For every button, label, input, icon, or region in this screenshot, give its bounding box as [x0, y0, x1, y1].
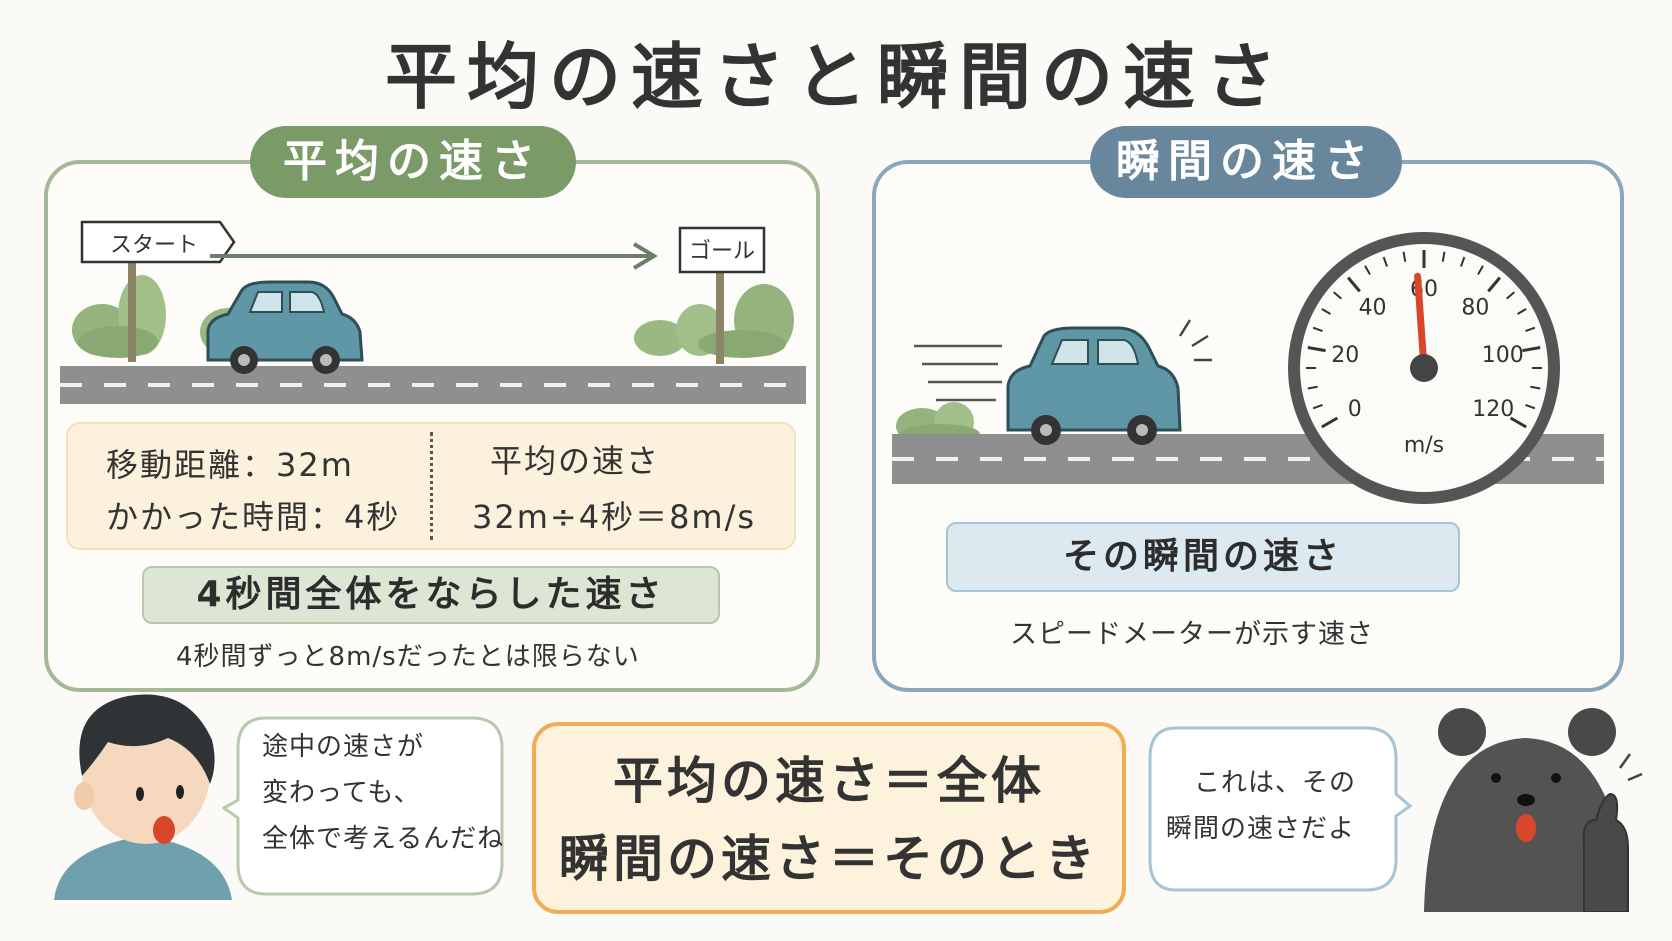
gauge-major-tick	[1347, 276, 1361, 293]
goal-sign-label: ゴール	[689, 239, 755, 264]
gauge-minor-tick	[1506, 291, 1516, 300]
motion-marks-icon	[1178, 319, 1212, 362]
summary-line-2: 瞬間の速さ＝そのとき	[559, 830, 1099, 888]
emphasis-marks-icon	[1618, 753, 1643, 782]
gauge-minor-tick	[1459, 256, 1466, 267]
boy-hair	[79, 694, 215, 784]
bear-bubble-line-2: 瞬間の速さだよ	[1166, 814, 1356, 844]
gauge-minor-tick	[1307, 385, 1318, 390]
instant-road-scene	[892, 319, 1604, 484]
start-sign-label: スタート	[110, 233, 198, 258]
gauge-minor-tick	[1525, 326, 1536, 333]
gauge-minor-tick	[1312, 403, 1323, 410]
gauge-minor-tick	[1402, 251, 1407, 262]
direction-arrow-icon	[210, 242, 658, 270]
calculation-divider	[430, 432, 433, 540]
smoothing-note: 4秒間全体をならした速さ	[142, 566, 720, 624]
boy-bubble-line-3: 全体で考えるんだね	[262, 824, 505, 854]
gauge-unit-label: m/s	[1404, 433, 1444, 458]
gauge-major-tick	[1509, 416, 1527, 429]
boy-character	[54, 694, 232, 900]
gauge-major-tick	[1321, 416, 1339, 429]
boy-bubble-line-2: 変わっても、	[262, 778, 421, 808]
gauge-minor-tick	[1382, 256, 1389, 267]
car-icon	[1006, 326, 1182, 445]
gauge-tick-label: 40	[1359, 296, 1387, 321]
summary-line-1: 平均の速さ＝全体	[613, 752, 1045, 810]
bear-mouth	[1516, 814, 1536, 842]
gauge-minor-tick	[1525, 403, 1536, 410]
gauge-minor-tick	[1332, 291, 1342, 300]
page-title: 平均の速さと瞬間の速さ	[384, 35, 1287, 119]
gauge-minor-tick	[1364, 265, 1371, 275]
average-road-scene: スタート ゴール	[60, 220, 806, 404]
bear-bubble-line-1: これは、その	[1194, 768, 1357, 798]
gauge-tick-label: 60	[1410, 277, 1438, 302]
gauge-major-tick	[1487, 276, 1501, 293]
gauge-tick-label: 120	[1472, 397, 1514, 422]
car-icon	[206, 280, 364, 374]
average-speed-heading: 平均の速さ	[250, 126, 576, 198]
gauge-minor-tick	[1517, 308, 1527, 315]
bear-character	[1424, 708, 1643, 912]
speedometer-caption: スピードメーターが示す速さ	[1010, 619, 1374, 650]
gauge-hub	[1410, 354, 1438, 382]
bear-speech-bubble	[1148, 726, 1413, 892]
gauge-tick-label: 80	[1461, 296, 1489, 321]
gauge-major-tick	[1522, 346, 1541, 353]
gauge-minor-tick	[1441, 251, 1446, 262]
pointing-paw-icon	[1582, 792, 1629, 912]
summary-box: 平均の速さ＝全体 瞬間の速さ＝そのとき	[532, 722, 1126, 914]
gauge-needle	[1414, 272, 1428, 372]
caveat-text: 4秒間ずっと8m/sだったとは限らない	[176, 642, 640, 672]
goal-sign: ゴール	[678, 226, 766, 364]
bush-icon	[634, 284, 794, 358]
boy-shirt	[54, 836, 232, 900]
formula-text: 32m÷4秒＝8m/s	[472, 498, 757, 536]
distance-text: 移動距離：32m	[106, 446, 354, 484]
calc-label: 平均の速さ	[490, 442, 661, 480]
gauge-major-tick	[1307, 346, 1326, 353]
start-sign: スタート	[80, 220, 236, 362]
boy-bubble-line-1: 途中の速さが	[262, 732, 425, 762]
gauge-minor-tick	[1321, 308, 1331, 315]
boy-speech-bubble	[222, 716, 504, 896]
gauge-tick-label: 100	[1482, 343, 1524, 368]
instant-speed-heading: 瞬間の速さ	[1090, 126, 1402, 198]
boy-mouth	[153, 816, 175, 844]
gauge-tick-label: 20	[1331, 343, 1359, 368]
speed-lines-icon	[914, 344, 1002, 402]
time-text: かかった時間：4秒	[106, 498, 401, 536]
gauge-minor-tick	[1530, 385, 1541, 390]
instant-note: その瞬間の速さ	[946, 522, 1460, 592]
gauge-minor-tick	[1312, 326, 1323, 333]
gauge-minor-tick	[1477, 265, 1484, 275]
gauge-tick-label: 0	[1348, 397, 1362, 422]
